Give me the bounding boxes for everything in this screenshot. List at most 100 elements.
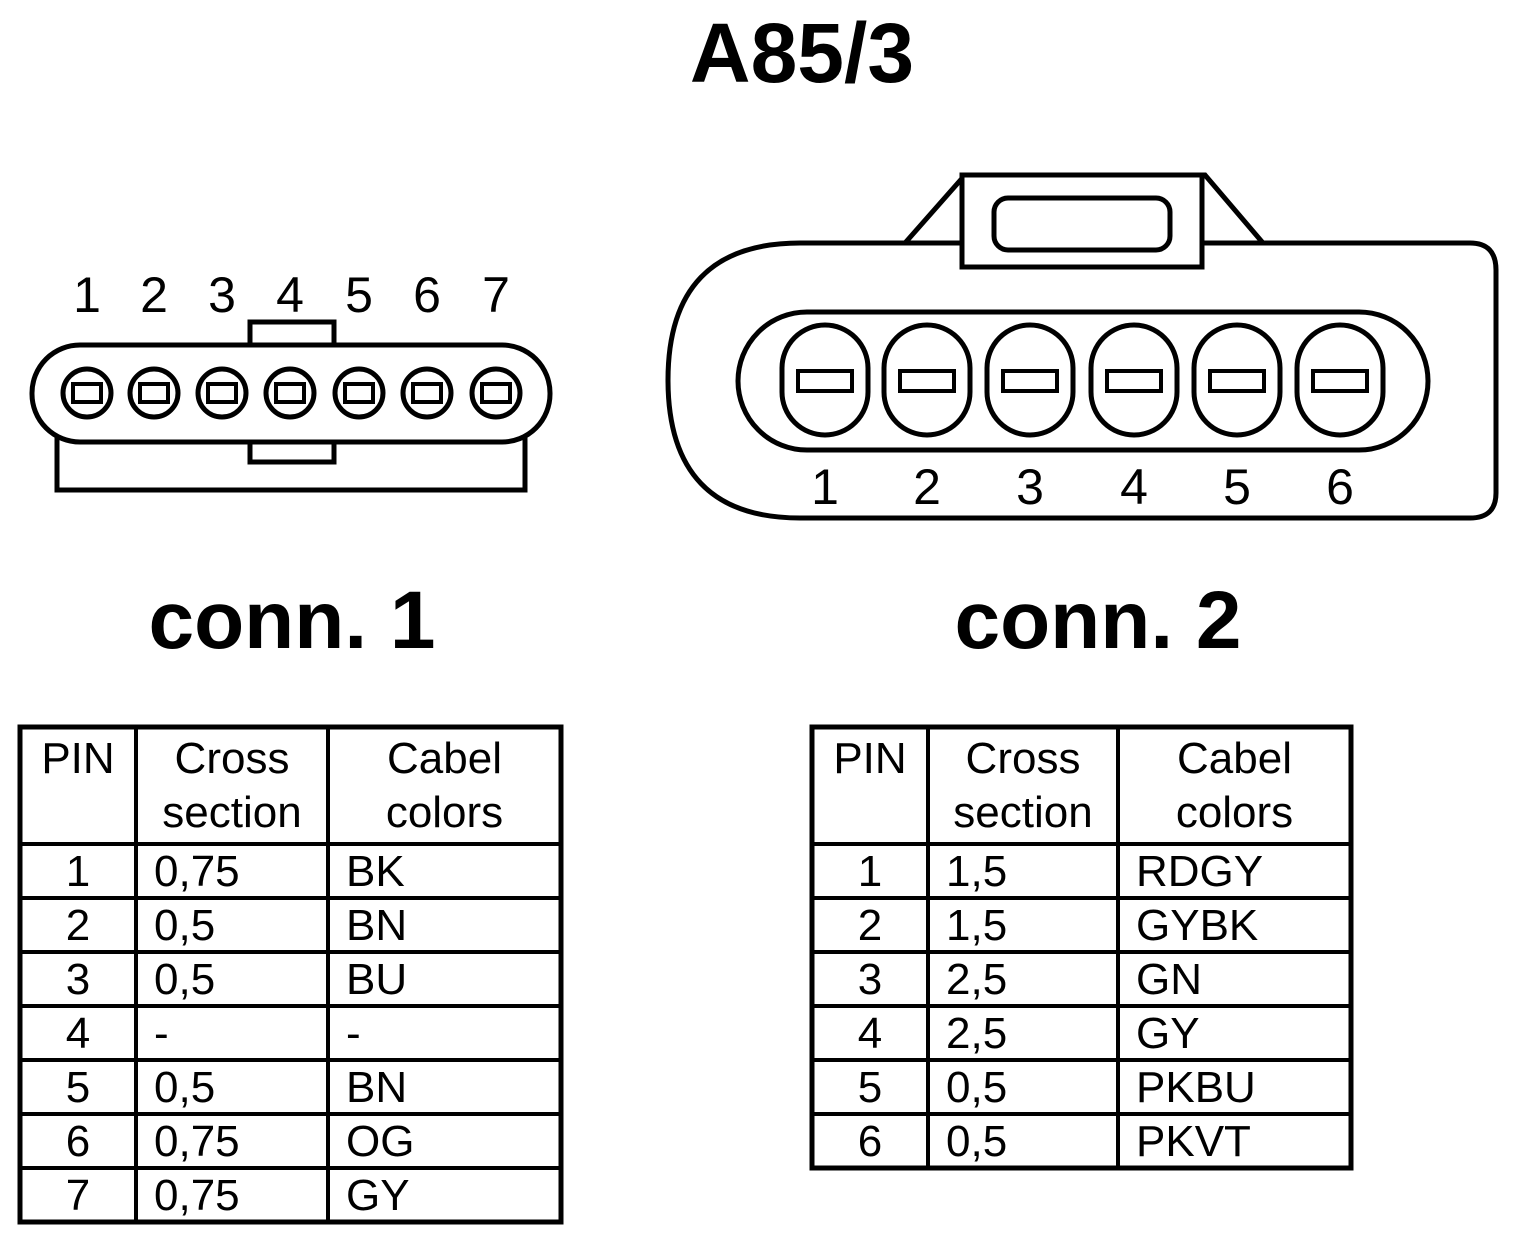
- connector-2-pin-contact: [796, 369, 854, 393]
- connector-2-pin-contact: [1105, 369, 1163, 393]
- connector-1-pin-socket: [60, 366, 114, 420]
- connector-1-pin-contact: [71, 382, 103, 404]
- connector-2-pin-contact: [1208, 369, 1266, 393]
- table-cell: BN: [346, 1063, 407, 1112]
- table-cell: -: [154, 1009, 169, 1058]
- table-header-cell: section: [162, 788, 301, 837]
- connector-2-drawing: [665, 172, 1499, 521]
- connector-1-skirt: [54, 435, 528, 493]
- connector-1-pin-socket: [469, 366, 523, 420]
- table-cell: GYBK: [1136, 901, 1258, 950]
- table-cell: 0,75: [154, 1117, 240, 1166]
- connector-1-pin-socket: [195, 366, 249, 420]
- connector-1-pin-number: 5: [345, 267, 373, 323]
- connector-1-pin-number: 7: [482, 267, 510, 323]
- table-cell: 2: [66, 901, 90, 950]
- table-cell: 4: [66, 1009, 90, 1058]
- table-header-cell: PIN: [833, 734, 906, 783]
- connector-1-pin-contact: [138, 382, 170, 404]
- connector-2-pin-contact: [1001, 369, 1059, 393]
- table-cell: BN: [346, 901, 407, 950]
- table-cell: 0,5: [154, 901, 215, 950]
- connector-2-pin-number: 6: [1326, 459, 1354, 515]
- connector-1-label: conn. 1: [148, 575, 435, 666]
- connector-1-pin-socket: [127, 366, 181, 420]
- table-cell: 1: [858, 847, 882, 896]
- connector-2-label: conn. 2: [954, 575, 1241, 666]
- table-cell: 2,5: [946, 1009, 1007, 1058]
- connector-1-pin-contact: [411, 382, 443, 404]
- table-cell: 0,5: [154, 955, 215, 1004]
- connector-1-pin-number: 3: [208, 267, 236, 323]
- table-cell: BK: [346, 847, 405, 896]
- table-cell: 0,75: [154, 847, 240, 896]
- connector-2-pin-contact: [1311, 369, 1369, 393]
- connector-2-housing: [665, 240, 1499, 521]
- connector-2-pin-number: 4: [1120, 459, 1148, 515]
- table-cell: 6: [66, 1117, 90, 1166]
- table-cell: RDGY: [1136, 847, 1263, 896]
- connector-1-pin-contact: [274, 382, 306, 404]
- table-header-cell: PIN: [41, 734, 114, 783]
- connector-2-pin-number: 3: [1016, 459, 1044, 515]
- connector-1-pin-contact: [206, 382, 238, 404]
- connector-1-pin-number: 1: [73, 267, 101, 323]
- table-border: [809, 724, 1354, 1171]
- table-cell: BU: [346, 955, 407, 1004]
- table-cell: 4: [858, 1009, 882, 1058]
- table-cell: 5: [858, 1063, 882, 1112]
- table-cell: -: [346, 1009, 361, 1058]
- connector-2-pin-socket: [881, 322, 973, 438]
- table-cell: PKVT: [1136, 1117, 1251, 1166]
- table-cell: OG: [346, 1117, 414, 1166]
- table-header-cell: colors: [386, 788, 503, 837]
- table-cell: 6: [858, 1117, 882, 1166]
- table-cell: GY: [1136, 1009, 1200, 1058]
- table-header-cell: Cabel: [387, 734, 502, 783]
- connector-2-pin-socket: [1294, 322, 1386, 438]
- table-cell: 5: [66, 1063, 90, 1112]
- connector-1-pin-socket: [400, 366, 454, 420]
- table-cell: 2: [858, 901, 882, 950]
- connector-2-pin-number: 2: [913, 459, 941, 515]
- connector-1-pin-number: 4: [276, 267, 304, 323]
- connector-1-pin-contact: [480, 382, 512, 404]
- table-cell: 0,75: [154, 1171, 240, 1220]
- connector-1-pin-socket: [263, 366, 317, 420]
- connector-1-pin-number: 6: [413, 267, 441, 323]
- connector-2-pin-socket: [1088, 322, 1180, 438]
- table-cell: 0,5: [946, 1117, 1007, 1166]
- table-cell: PKBU: [1136, 1063, 1256, 1112]
- table-header-cell: colors: [1176, 788, 1293, 837]
- connector-1-drawing: [29, 319, 553, 493]
- table-header-cell: Cross: [175, 734, 290, 783]
- connector-1-pin-socket: [332, 366, 386, 420]
- table-cell: 1: [66, 847, 90, 896]
- table-cell: 3: [858, 955, 882, 1004]
- table-cell: 3: [66, 955, 90, 1004]
- connector-1-pin-contact: [343, 382, 375, 404]
- table-cell: 0,5: [154, 1063, 215, 1112]
- table-cell: GY: [346, 1171, 410, 1220]
- connector-1-notch: [247, 442, 337, 465]
- connector-2-pin-contact: [898, 369, 956, 393]
- connector-2-pin-socket: [779, 322, 871, 438]
- table-border: [17, 724, 564, 1225]
- connector-2-pin-socket: [984, 322, 1076, 438]
- connector-2-pin-number: 5: [1223, 459, 1251, 515]
- table-cell: 0,5: [946, 1063, 1007, 1112]
- table-cell: 7: [66, 1171, 90, 1220]
- table-header-cell: section: [953, 788, 1092, 837]
- table-cell: 1,5: [946, 847, 1007, 896]
- connector-2-pin-number: 1: [811, 459, 839, 515]
- table-header-cell: Cross: [966, 734, 1081, 783]
- connector-1-pin-number: 2: [140, 267, 168, 323]
- table-cell: 1,5: [946, 901, 1007, 950]
- connector-2-cavity: [735, 309, 1431, 453]
- diagram-title: A85/3: [690, 6, 914, 100]
- connector-2-pin-socket: [1191, 322, 1283, 438]
- table-cell: 2,5: [946, 955, 1007, 1004]
